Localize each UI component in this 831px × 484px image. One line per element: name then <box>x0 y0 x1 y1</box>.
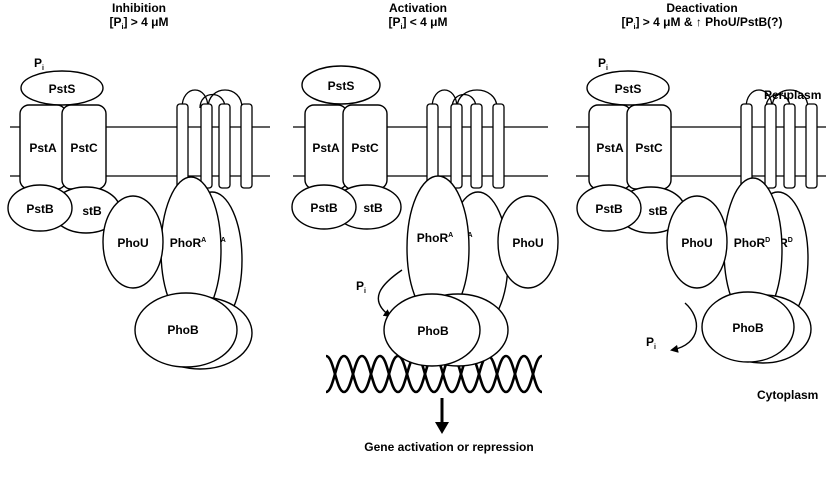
inhibition-psts <box>20 70 104 106</box>
inhibition-phob <box>134 292 238 368</box>
deactivation-pstc-label: PstC <box>635 141 663 155</box>
inhibition-phob-label: PhoB <box>167 323 199 337</box>
deactivation-phosphate-top: Pi <box>598 56 608 72</box>
deactivation-phor-back-label: RD <box>779 236 793 250</box>
outcome-arrow-head <box>435 422 449 434</box>
deactivation-phou-label: PhoU <box>681 236 712 250</box>
inhibition-phor-label: PhoRA <box>170 236 206 250</box>
activation-pstc-label: PstC <box>351 141 379 155</box>
deactivation-phob-label: PhoB <box>732 321 764 335</box>
deactivation-pstb-back-label: stB <box>648 204 668 218</box>
activation-psts <box>301 65 381 105</box>
deactivation-psts <box>586 70 670 106</box>
inhibition-phou-label: PhoU <box>117 236 148 250</box>
deactivation-pstb <box>576 184 642 232</box>
deactivation-condition: [Pi] > 4 μM & ↑ PhoU/PstB(?) <box>622 15 783 31</box>
deactivation-phou <box>666 195 728 289</box>
activation-phob <box>383 293 481 367</box>
panel-inhibition: Inhibition [Pi] > 4 μM PstA PstC PstS Pi… <box>7 1 270 370</box>
activation-title: Activation <box>389 1 447 15</box>
periplasm-label: Periplasm <box>764 88 821 102</box>
activation-psta-label: PstA <box>312 141 340 155</box>
inhibition-condition: [Pi] > 4 μM <box>110 15 169 31</box>
panel-deactivation: Deactivation [Pi] > 4 μM & ↑ PhoU/PstB(?… <box>576 1 826 402</box>
activation-phosphorylation-arrow <box>377 269 403 318</box>
inhibition-phor-transmembrane <box>176 89 253 189</box>
deactivation-pstb-label: PstB <box>595 202 623 216</box>
deactivation-phor-label: PhoRD <box>734 236 770 250</box>
outcome-label: Gene activation or repression <box>364 440 533 454</box>
deactivation-psta-label: PstA <box>596 141 624 155</box>
inhibition-pstb-label: PstB <box>26 202 54 216</box>
cytoplasm-label: Cytoplasm <box>757 388 818 402</box>
activation-phor-label: PhoRA <box>417 231 453 245</box>
activation-phob-label: PhoB <box>417 324 449 338</box>
deactivation-phosphate-bottom: Pi <box>646 335 656 351</box>
inhibition-pstb <box>7 184 73 232</box>
inhibition-phosphate: Pi <box>34 56 44 72</box>
panel-activation: Activation [Pi] < 4 μM PstA PstC PstS st… <box>291 1 559 454</box>
activation-pstb-label: PstB <box>310 201 338 215</box>
inhibition-psts-label: PstS <box>49 82 76 96</box>
deactivation-dephosphorylation-arrow <box>670 302 698 353</box>
activation-phosphate: Pi <box>356 279 366 295</box>
deactivation-psts-label: PstS <box>615 82 642 96</box>
inhibition-phou <box>102 195 164 289</box>
deactivation-phor-transmembrane <box>740 89 818 189</box>
deactivation-phob <box>701 291 795 363</box>
deactivation-title: Deactivation <box>666 1 737 15</box>
activation-phou-label: PhoU <box>512 236 543 250</box>
activation-condition: [Pi] < 4 μM <box>389 15 448 31</box>
activation-phou <box>497 195 559 289</box>
activation-phor-transmembrane <box>426 89 505 189</box>
activation-pstb-back-label: stB <box>363 201 383 215</box>
activation-pstb <box>291 184 357 230</box>
activation-psts-label: PstS <box>328 79 355 93</box>
inhibition-pstc-label: PstC <box>70 141 98 155</box>
inhibition-psta-label: PstA <box>29 141 57 155</box>
inhibition-title: Inhibition <box>112 1 166 15</box>
inhibition-pstb-back-label: stB <box>82 204 102 218</box>
activation-phor-back-label: A <box>467 232 472 239</box>
